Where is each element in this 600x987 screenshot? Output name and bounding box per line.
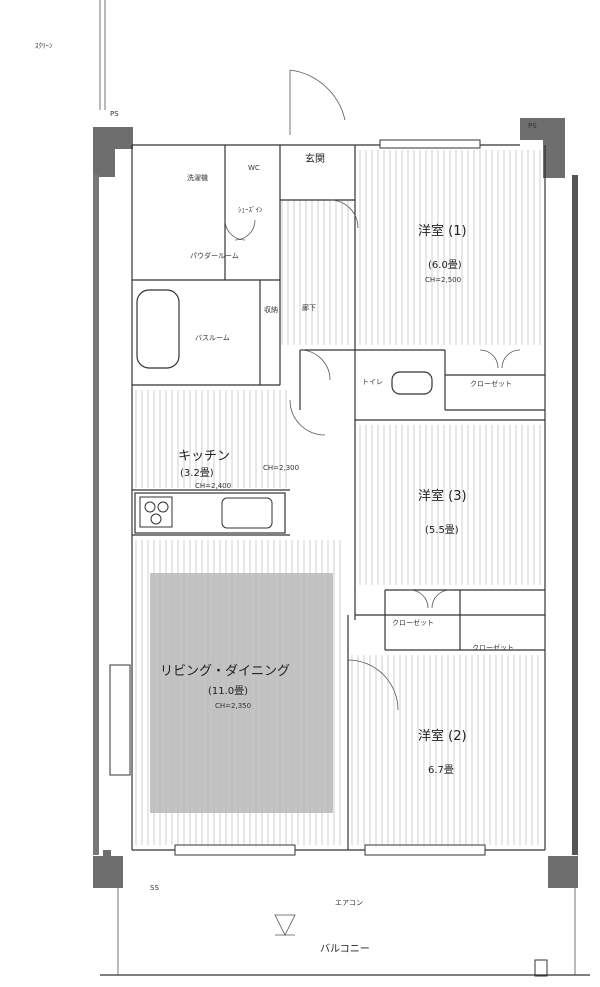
room2-size: 6.7畳 [428, 764, 454, 776]
outer-walls [93, 118, 578, 888]
balcony-area [100, 888, 590, 977]
toilet-label: トイレ [362, 378, 383, 386]
ldk-size: (11.0畳) [208, 685, 248, 697]
ss-label: SS [150, 884, 159, 892]
washer-label: 洗濯機 [187, 173, 208, 182]
ps-label: PS [110, 110, 119, 118]
room3-label: 洋室 (3) [418, 488, 467, 504]
shoebox-label: ｼｭｰｽﾞｲﾝ [238, 206, 263, 214]
room2-label: 洋室 (2) [418, 728, 467, 744]
top-left-label: ｽｸﾘｰﾝ [35, 42, 53, 50]
ac-note: エアコン [335, 899, 363, 907]
powder-room-label: パウダールーム [190, 251, 239, 260]
kitchen-sink [221, 497, 273, 529]
bathtub [136, 289, 180, 369]
balcony-label: バルコニー [320, 943, 370, 955]
toilet-fixture [391, 371, 433, 395]
bath-room-label: バスルーム [195, 334, 230, 342]
corridor-label: 廊下 [302, 303, 316, 312]
closet-label-2: クローゼット [392, 618, 434, 627]
windows [109, 139, 486, 856]
closet-label-1: クローゼット [470, 379, 512, 388]
screen-rail [99, 0, 106, 110]
note-4: CH=2,350 [215, 702, 251, 710]
entrance-label: 玄関 [305, 152, 325, 165]
kitchen-label: キッチン [178, 449, 230, 464]
storage-label-1: 収納 [264, 305, 278, 314]
note-3: CH=2,300 [263, 464, 299, 472]
room3-size: (5.5畳) [425, 524, 459, 536]
door-swings [224, 69, 521, 711]
ldk-label: リビング・ダイニング [160, 664, 290, 679]
wc-label: WC [248, 164, 260, 172]
room1-size: (6.0畳) [428, 259, 462, 271]
note-1: CH=2,500 [425, 276, 461, 284]
closet-label-3: クローゼット [472, 643, 514, 652]
stove [139, 496, 173, 528]
kitchen-size: (3.2畳) [180, 467, 214, 479]
labels: ｽｸﾘｰﾝ PS PS 玄関 ｼｭｰｽﾞｲﾝ 洗濯機 WC パウダールーム バス… [35, 42, 537, 955]
ps-top-label: PS [528, 122, 537, 130]
kitchen-counter [134, 492, 286, 534]
ldk-highlight [150, 573, 333, 813]
room1-label: 洋室 (1) [418, 223, 467, 239]
note-2: CH=2,400 [195, 482, 231, 490]
